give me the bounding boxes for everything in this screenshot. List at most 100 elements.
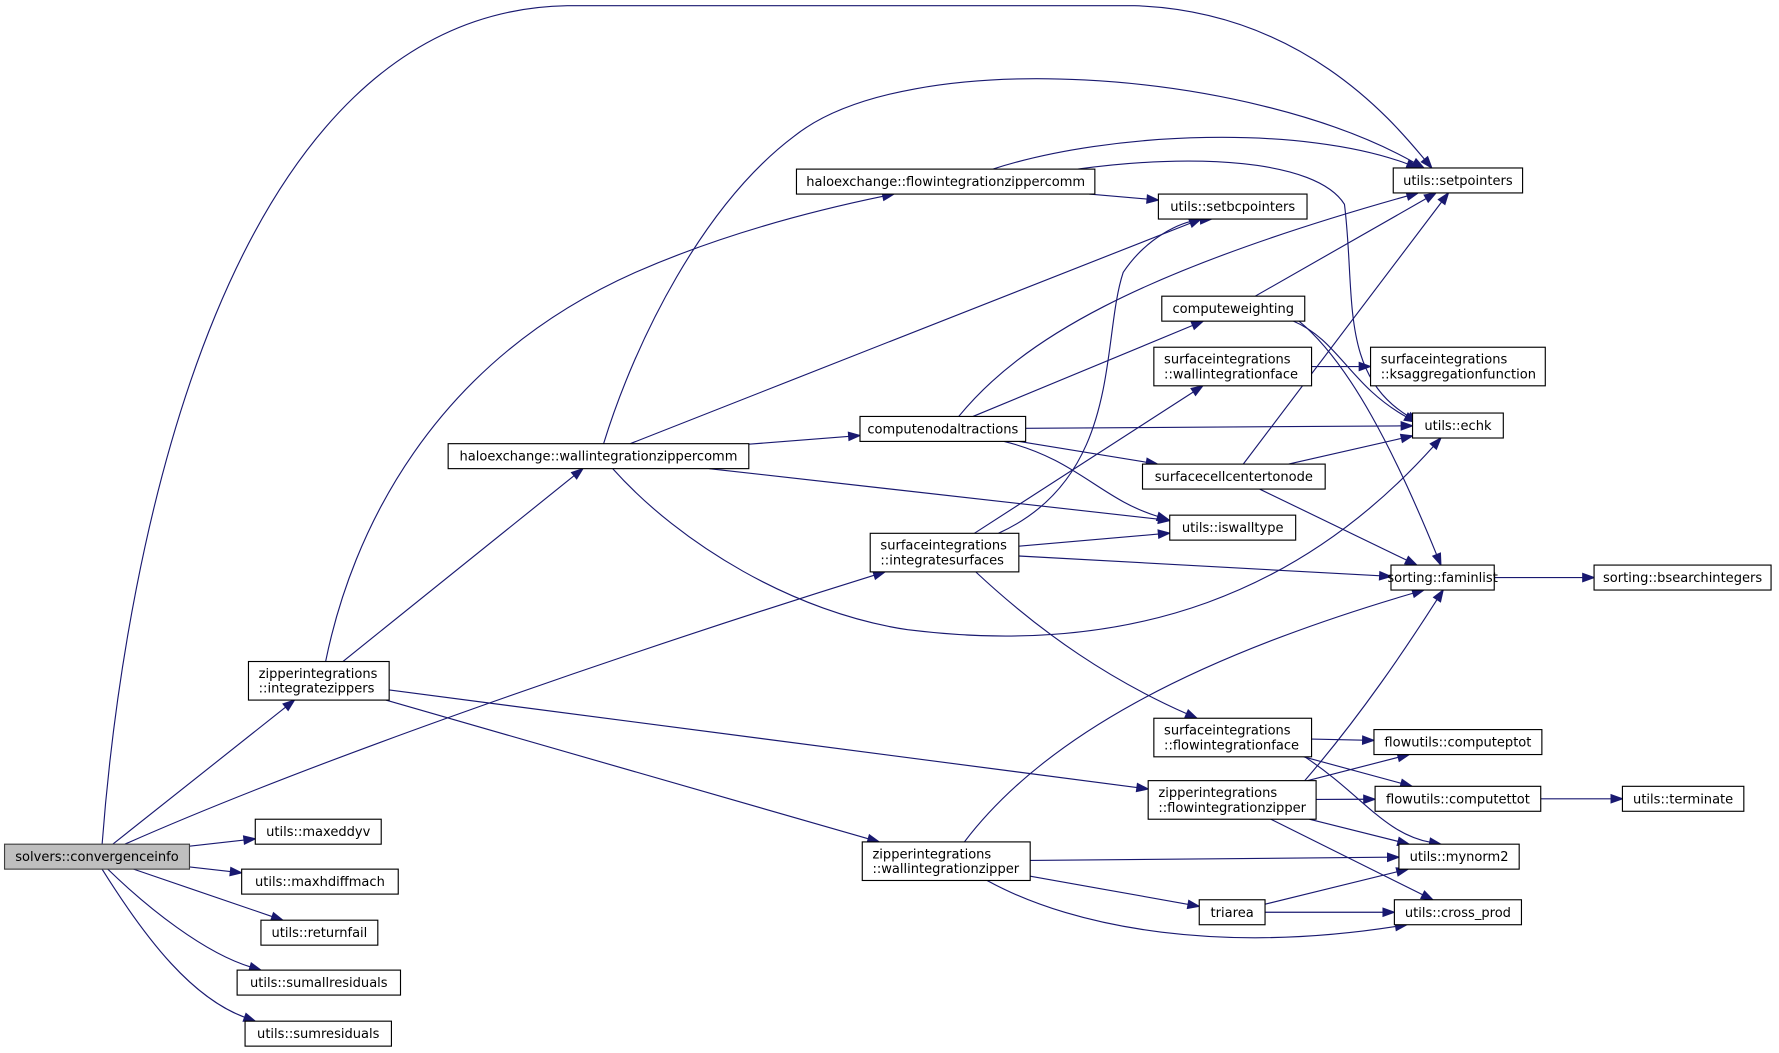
edge-line [603,78,1416,444]
node-bsearchintegers[interactable]: sorting::bsearchintegers [1593,564,1772,591]
arrowhead-icon [1403,555,1419,566]
edge-surfacecellcentertonode-to-setpointers [1242,191,1450,465]
node-iswalltype[interactable]: utils::iswalltype [1169,514,1297,541]
edge-convergenceinfo-to-sumallresiduals [107,868,263,972]
arrowhead-icon [1378,570,1393,581]
edge-integratesurfaces-to-flowintegrationface [975,571,1199,719]
edge-flowintegrationface-to-computeptot [1311,735,1376,746]
node-box [1153,346,1313,387]
node-setpointers[interactable]: utils::setpointers [1392,167,1524,194]
node-label: ::ksaggregationfunction [1381,367,1536,382]
node-computenodaltractions[interactable]: computenodaltractions [859,415,1027,442]
node-triarea[interactable]: triarea [1198,899,1266,926]
node-faminlist[interactable]: sorting::faminlist [1387,564,1498,591]
node-flowintegrationface[interactable]: surfaceintegrations::flowintegrationface [1153,717,1313,758]
node-surfacecellcentertonode[interactable]: surfacecellcentertonode [1141,463,1326,490]
node-flowintegrationzipper[interactable]: zipperintegrations::flowintegrationzippe… [1147,780,1317,820]
edge-integratesurfaces-to-faminlist [1018,555,1393,581]
edge-line [1307,756,1400,782]
arrowhead-icon [242,835,257,845]
node-sumallresiduals[interactable]: utils::sumallresiduals [236,969,402,996]
edge-wallintegrationzipper-to-triarea [1030,875,1201,910]
node-setbcpointers[interactable]: utils::setbcpointers [1157,193,1308,220]
node-box [244,1020,392,1047]
node-label: ::wallintegrationface [1164,367,1298,382]
node-label: haloexchange::wallintegrationzippercomm [460,450,738,465]
node-box [1393,899,1523,926]
node-box [1153,717,1313,758]
node-label: ::integratezippers [259,682,375,697]
arrowhead-icon [1363,794,1377,805]
edge-line [1309,818,1400,843]
edge-line [998,219,1202,534]
arrowhead-icon [1419,890,1435,901]
edge-convergenceinfo-to-setpointers [101,5,1433,845]
node-echk[interactable]: utils::echk [1411,412,1504,439]
node-integratezippers[interactable]: zipperintegrations::integratezippers [247,660,390,701]
node-maxhdiffmach[interactable]: utils::maxhdiffmach [241,868,399,895]
node-computettot[interactable]: flowutils::computettot [1374,785,1542,812]
edge-wallintegrationzipper-to-faminlist [963,588,1426,843]
edge-line [992,136,1409,170]
node-terminate[interactable]: utils::terminate [1621,785,1745,812]
node-label: utils::echk [1424,419,1492,434]
arrowhead-icon [1190,384,1205,397]
arrowhead-icon [1399,433,1415,444]
edge-surfacecellcentertonode-to-faminlist [1259,488,1419,566]
node-computeptot[interactable]: flowutils::computeptot [1373,729,1543,756]
arrowhead-icon [1437,191,1450,206]
edge-convergenceinfo-to-maxeddyv [189,835,257,847]
edge-line [107,868,252,968]
node-computeweighting[interactable]: computeweighting [1161,295,1306,322]
edge-line [630,222,1192,445]
edge-line [325,195,885,662]
node-label: ::flowintegrationface [1164,738,1299,753]
node-ksaggregationfunction[interactable]: surfaceintegrations::ksaggregationfuncti… [1369,346,1546,387]
node-label: utils::maxhdiffmach [255,875,385,890]
node-mynorm2[interactable]: utils::mynorm2 [1398,843,1520,870]
node-label: solvers::convergenceinfo [15,850,178,865]
edge-line [189,839,246,847]
node-label: utils::setbcpointers [1170,200,1295,215]
node-returnfail[interactable]: utils::returnfail [260,919,379,946]
node-wallintegrationzippercomm[interactable]: haloexchange::wallintegrationzippercomm [447,443,750,470]
edge-wallintegrationzippercomm-to-echk [612,436,1443,637]
node-box [1161,295,1306,322]
edge-line [189,866,232,873]
edge-flowintegrationzippercomm-to-setbcpointers [1089,193,1161,204]
node-wallintegrationface[interactable]: surfaceintegrations::wallintegrationface [1153,346,1313,387]
arrowhead-icon [1155,511,1171,521]
node-box [1141,463,1326,490]
edge-convergenceinfo-to-maxhdiffmach [189,866,244,877]
node-label: sorting::bsearchintegers [1603,571,1762,586]
edge-integratesurfaces-to-iswalltype [1018,529,1172,547]
node-label: flowutils::computettot [1386,792,1530,807]
node-box [236,969,402,996]
node-wallintegrationzipper[interactable]: zipperintegrations::wallintegrationzippe… [861,841,1031,882]
edge-line [1311,738,1364,741]
edge-line [1018,555,1381,577]
node-sumresiduals[interactable]: utils::sumresiduals [244,1020,392,1047]
edge-line [1030,856,1389,861]
arrowhead-icon [1146,194,1161,204]
node-flowintegrationzippercomm[interactable]: haloexchange::flowintegrationzippercomm [795,168,1096,195]
node-integratesurfaces[interactable]: surfaceintegrations::integratesurfaces [869,532,1020,573]
arrowhead-icon [1610,793,1625,804]
arrowhead-icon [570,467,585,480]
edge-line [1242,200,1443,465]
edge-convergenceinfo-to-integratesurfaces [124,570,887,845]
node-cross-prod[interactable]: utils::cross_prod [1393,899,1523,926]
arrowhead-icon [1135,782,1150,793]
node-box [3,843,191,870]
node-label: haloexchange::flowintegrationzippercomm [806,175,1085,190]
node-maxeddyv[interactable]: utils::maxeddyv [254,818,382,845]
edge-integratezippers-to-flowintegrationzipper [389,689,1150,793]
edge-line [1018,533,1160,547]
node-label: surfaceintegrations [880,539,1007,554]
arrowhead-icon [1361,735,1376,746]
node-box [1621,785,1745,812]
node-label: triarea [1211,906,1254,921]
node-convergenceinfo[interactable]: solvers::convergenceinfo [3,843,191,870]
node-box [1392,167,1524,194]
node-box [1374,785,1542,812]
